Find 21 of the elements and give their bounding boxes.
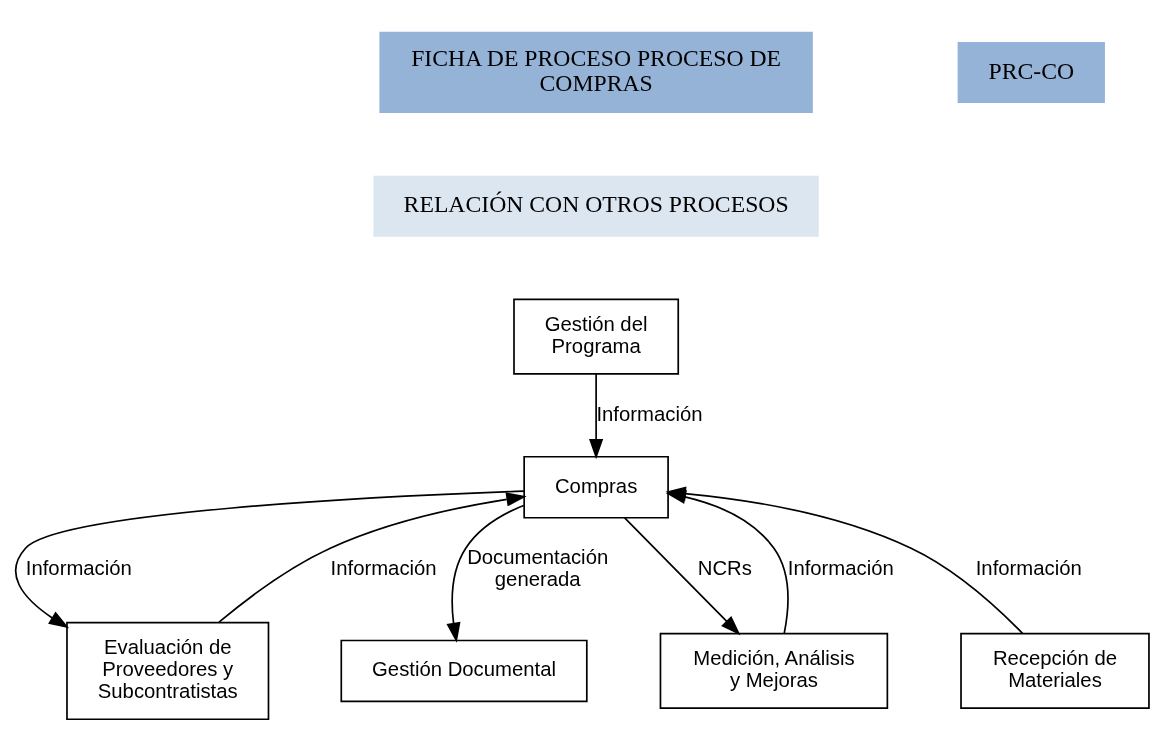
edge-label: Información xyxy=(596,402,703,425)
edge-label: Información xyxy=(330,557,437,580)
arrow xyxy=(14,490,525,629)
edge-label: Información xyxy=(787,557,894,580)
node-box: Gestión del Programa xyxy=(513,298,680,375)
edge-label: Información xyxy=(25,557,132,580)
label: PRC-CO xyxy=(988,57,1075,84)
node-box: Recepción de Materiales xyxy=(960,632,1150,710)
edge-label: Documentación generada xyxy=(467,546,609,591)
node-box: Evaluación de Proveedores y Subcontratistas xyxy=(66,621,270,721)
node-box: Medición, Análisis y Mejoras xyxy=(659,632,889,710)
arrow xyxy=(589,373,604,460)
edge-label: Información xyxy=(975,557,1082,580)
arrow xyxy=(218,492,527,624)
node-box: Gestión Documental xyxy=(340,639,588,703)
arrow xyxy=(623,517,741,636)
label: RELACIÓN CON OTROS PROCESOS xyxy=(403,191,789,218)
label: FICHA DE PROCESO PROCESO DE COMPRAS xyxy=(411,44,782,97)
arrow xyxy=(446,504,525,643)
node-box: Compras xyxy=(523,455,669,519)
edge-label: NCRs xyxy=(697,557,752,580)
